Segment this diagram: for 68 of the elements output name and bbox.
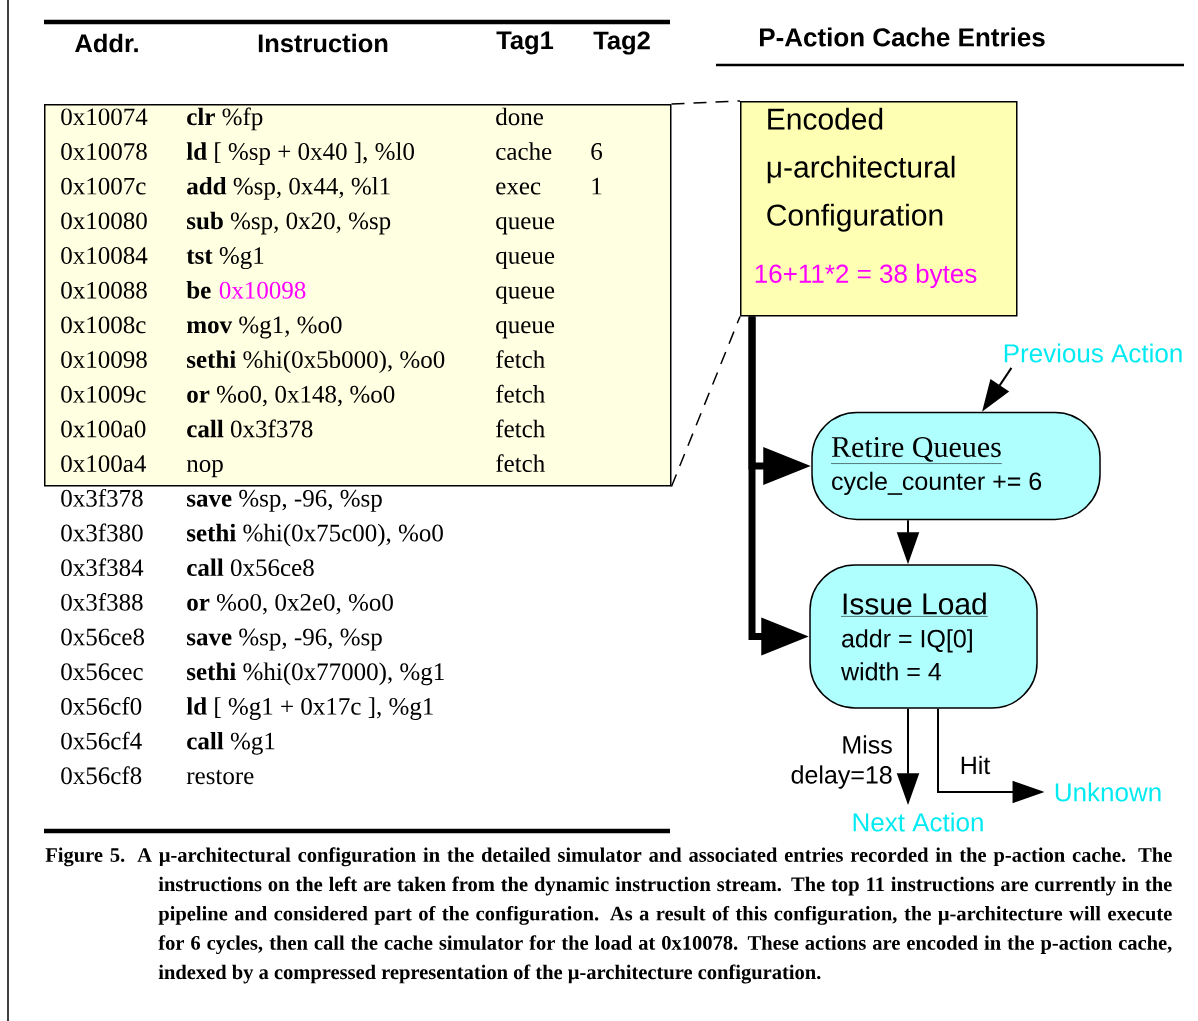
table-cell: save %sp, -96, %sp — [187, 628, 382, 651]
table-cell: add %sp, 0x44, %l1 — [187, 177, 390, 200]
edge-label: Hit — [961, 755, 991, 775]
action-label: Unknown — [1055, 782, 1161, 802]
configuration-box: Encoded μ-architectural Configuration 16+11*2 = 38 bytes — [740, 101, 1018, 317]
table-cell: 0x10098 — [61, 351, 147, 368]
table-cell: 0x10098 — [219, 281, 306, 299]
table-cell: 6 — [591, 143, 603, 160]
caption: Figure 5. A μ-architectural configuration in the detailed simulator and associated entries recorded in the p-action cache. The instructions on the left are taken from the dynamic instruction stream. The top 11 instructions are currently in the pipeline and considered part of the configuration. As a result of this configuration, the μ-architecture will execute for 6 cycles, then call the cache simulator for the load at 0x10078. These actions are encoded in the p-action cache, indexed by a compressed representation of the μ-architecture configuration. — [45, 847, 1172, 984]
table-cell: queue — [496, 251, 555, 270]
table-cell: clr %fp — [187, 107, 263, 131]
table-cell: 0x56cf8 — [61, 766, 142, 785]
table-cell: done — [496, 107, 543, 126]
table-cell: restore — [186, 769, 254, 785]
table-cell: 0x56ce8 — [61, 628, 144, 646]
table-cell: 0x100a0 — [61, 420, 146, 438]
column-header: Instruction — [258, 33, 388, 53]
table-cell: 0x56cec — [61, 663, 143, 681]
table-cell: or %o0, 0x2e0, %o0 — [187, 593, 393, 615]
table-cell: 0x56cf0 — [61, 696, 142, 715]
table-cell: 0x1008c — [61, 316, 146, 334]
table-cell: 0x3f384 — [61, 558, 144, 577]
table-cell: cache — [496, 142, 552, 160]
section-title: P-Action Cache Entries — [760, 27, 1045, 47]
table-cell: 0x1009c — [61, 385, 146, 403]
table-cell: sethi %hi(0x77000), %g1 — [187, 662, 444, 686]
table-cell: call %g1 — [187, 731, 275, 755]
column-header: Tag1 — [496, 31, 554, 55]
edge-label: Miss delay=18 — [791, 735, 892, 789]
table-cell: ld [ %g1 + 0x17c ], %g1 — [186, 697, 433, 720]
action-box: Retire Queues cycle_counter += 6 — [811, 411, 1101, 521]
table-cell: be — [186, 281, 211, 299]
table-cell: fetch — [496, 350, 545, 368]
column-header: Addr. — [75, 33, 138, 53]
table-cell: sethi %hi(0x5b000), %o0 — [187, 350, 445, 374]
column-header: Tag2 — [593, 31, 650, 55]
table-cell: nop — [186, 460, 223, 478]
table-cell: 0x100a4 — [61, 455, 146, 473]
table-cell: tst %g1 — [186, 247, 264, 270]
table-cell: fetch — [496, 454, 545, 473]
table-cell: or %o0, 0x148, %o0 — [187, 385, 395, 407]
action-label: Next Action — [853, 812, 983, 832]
table-cell: 0x1007c — [61, 177, 146, 195]
table-cell: queue — [496, 286, 555, 304]
table-cell: 1 — [592, 177, 602, 195]
table-cell: 0x3f388 — [61, 592, 143, 611]
table-cell: queue — [496, 321, 555, 339]
table-cell: queue — [496, 217, 555, 235]
table-cell: 0x56cf4 — [61, 731, 142, 750]
action-box: Issue Load addr = IQ[0] width = 4 — [809, 564, 1038, 709]
table-cell: exec — [496, 182, 541, 195]
table-cell: 0x10074 — [61, 108, 148, 126]
table-cell: sub %sp, 0x20, %sp — [187, 211, 391, 235]
table-cell: fetch — [496, 419, 545, 438]
table-cell: 0x10078 — [61, 143, 147, 160]
table-cell: fetch — [496, 384, 545, 403]
highlight-box — [44, 104, 672, 487]
table-cell: 0x10084 — [61, 247, 148, 264]
table-cell: 0x10080 — [61, 212, 147, 230]
action-label: Previous Action — [1004, 343, 1182, 363]
table-cell: mov %g1, %o0 — [186, 316, 342, 339]
table-cell: sethi %hi(0x75c00), %o0 — [187, 523, 443, 547]
table-cell: 0x10088 — [61, 281, 147, 299]
dashed-connector — [670, 100, 741, 488]
table-cell: ld [ %sp + 0x40 ], %l0 — [186, 142, 414, 165]
table-cell: 0x3f380 — [61, 523, 143, 542]
table-cell: call 0x3f378 — [187, 419, 313, 438]
table-cell: call 0x56ce8 — [187, 558, 314, 577]
